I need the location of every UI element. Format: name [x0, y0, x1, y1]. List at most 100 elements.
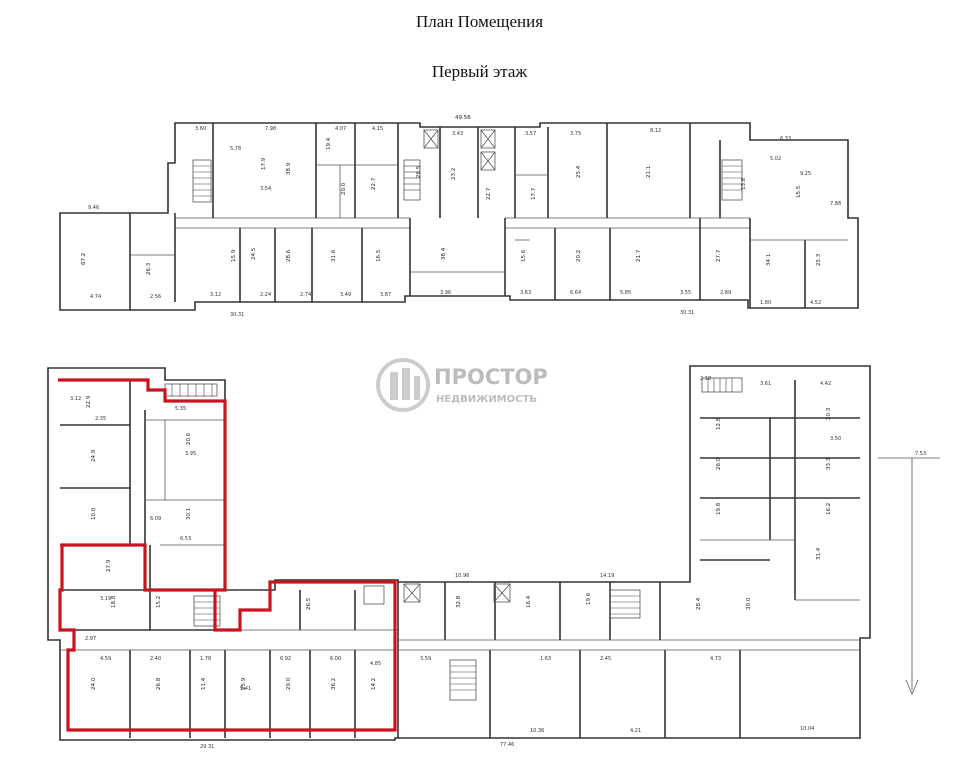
dim-label: 4.15	[372, 126, 383, 132]
room-area-label: 26.0	[716, 457, 722, 470]
floor-subtitle: Первый этаж	[431, 62, 528, 81]
room-area-label: 25.4	[576, 165, 582, 178]
room-area-label: 16.5	[376, 249, 382, 262]
dim-label: 3.87	[380, 292, 391, 298]
dim-label: 3.12	[70, 396, 81, 402]
dim-center-span: 10.96	[455, 573, 469, 579]
watermark-brand: ПРОСТОР	[434, 365, 548, 389]
dim-bottom-right: 30.31	[680, 310, 694, 316]
dim-label: 2.35	[95, 416, 106, 422]
page-title: План Помещения	[415, 12, 544, 31]
dim-label: 3.59	[420, 656, 431, 662]
room-area-label: 11.4	[201, 677, 207, 690]
dim-label: 4.07	[335, 126, 346, 132]
room-area-label: 15.2	[156, 596, 162, 608]
dim-label: 3.50	[830, 436, 841, 442]
dim-label: 3.12	[210, 292, 221, 298]
dim-label: 4.52	[810, 300, 821, 306]
dim-label: 2.74	[300, 292, 311, 298]
room-area-label: 36.2	[331, 678, 337, 690]
room-area-label: 22.7	[371, 177, 377, 190]
room-area-label: 16.2	[826, 503, 832, 515]
room-area-label: 26.5	[306, 597, 312, 610]
room-area-label: 15.5	[796, 185, 802, 198]
room-area-label: 24.0	[91, 677, 97, 690]
room-area-label: 38.4	[441, 247, 447, 260]
dim-label: 3.95	[185, 451, 196, 457]
room-area-label: 67.2	[81, 253, 87, 265]
lower-staircase-bottom	[449, 659, 477, 701]
room-area-label: 13.8	[741, 177, 747, 190]
room-area-label: 20.6	[186, 432, 192, 445]
room-area-label: 25.3	[816, 253, 822, 266]
room-area-label: 27.7	[716, 249, 722, 262]
dim-label: 3.43	[452, 131, 463, 137]
dim-label: 10.36	[530, 728, 544, 734]
dim-label: 3.57	[525, 131, 536, 137]
top-elevator-shafts	[423, 129, 496, 171]
selected-premises-outline[interactable]	[58, 378, 397, 732]
room-area-label: 14.2	[371, 678, 377, 690]
top-staircase-right	[721, 159, 743, 201]
dim-label: 3.49	[340, 292, 351, 298]
dim-label: 2.24	[260, 292, 271, 298]
lower-left-wing	[47, 365, 871, 741]
room-area-label: 15.6	[521, 249, 527, 262]
room-area-label: 26.5	[416, 165, 422, 178]
room-area-label: 38.9	[286, 162, 292, 175]
dim-top-left-wing: 9.46	[88, 205, 99, 211]
room-area-label: 20.0	[341, 182, 347, 195]
room-area-label: 19.6	[586, 592, 592, 605]
room-area-label: 22.7	[486, 187, 492, 200]
dim-label: 4.85	[370, 661, 381, 667]
room-area-label: 28.4	[696, 597, 702, 610]
dim-label: 6.64	[570, 290, 581, 296]
dim-label: 6.53	[180, 536, 191, 542]
room-area-label: 19.8	[716, 502, 722, 515]
dim-lower-center: 77.46	[500, 742, 514, 748]
room-area-label: 26.3	[146, 262, 152, 275]
dim-label: 7.88	[830, 201, 841, 207]
room-area-label: 21.7	[636, 249, 642, 262]
dim-label: 6.09	[150, 516, 161, 522]
room-area-label: 18.8	[111, 595, 117, 608]
room-area-label: 20.2	[576, 250, 582, 262]
dim-bottom-left: 30.31	[230, 312, 244, 318]
room-area-label: 27.9	[106, 559, 112, 572]
room-area-label: 30.1	[186, 508, 192, 520]
room-area-label: 20.3	[826, 407, 832, 420]
room-area-label: 25.9	[241, 677, 247, 690]
dim-label: 3.61	[760, 381, 771, 387]
entrance-arrow-icon	[878, 457, 940, 696]
dim-label: 3.75	[570, 131, 581, 137]
dim-right-side: 7.53	[915, 451, 926, 457]
room-area-label: 21.1	[646, 166, 652, 178]
dim-label: 3.96	[440, 290, 451, 296]
dim-label: 6.92	[280, 656, 291, 662]
top-staircase-center	[403, 159, 421, 201]
dim-label: 3.55	[680, 290, 691, 296]
dim-label: 6.33	[780, 136, 791, 142]
room-area-label: 32.8	[456, 595, 462, 608]
dim-label: 3.60	[195, 126, 206, 132]
dim-label: 7.98	[265, 126, 276, 132]
dim-label: 2.45	[600, 656, 611, 662]
dim-label: 9.25	[800, 171, 811, 177]
room-area-label: 17.9	[261, 157, 267, 170]
dim-label: 8.12	[650, 128, 661, 134]
lower-staircase-right	[701, 377, 743, 393]
dim-label: 2.18	[700, 376, 711, 382]
dim-label: 4.21	[630, 728, 641, 734]
watermark-tagline: НЕДВИЖИМОСТЬ	[436, 394, 537, 405]
room-area-label: 12.8	[716, 417, 722, 430]
room-area-label: 10.0	[91, 507, 97, 520]
room-area-label: 15.9	[231, 249, 237, 262]
dim-lower-left-overall: 29.31	[200, 744, 214, 750]
room-area-label: 23.2	[451, 168, 457, 180]
top-building-outline	[59, 122, 859, 311]
lower-staircase-center	[609, 589, 641, 619]
dim-label: 5.78	[230, 146, 241, 152]
dim-label: 3.63	[520, 290, 531, 296]
